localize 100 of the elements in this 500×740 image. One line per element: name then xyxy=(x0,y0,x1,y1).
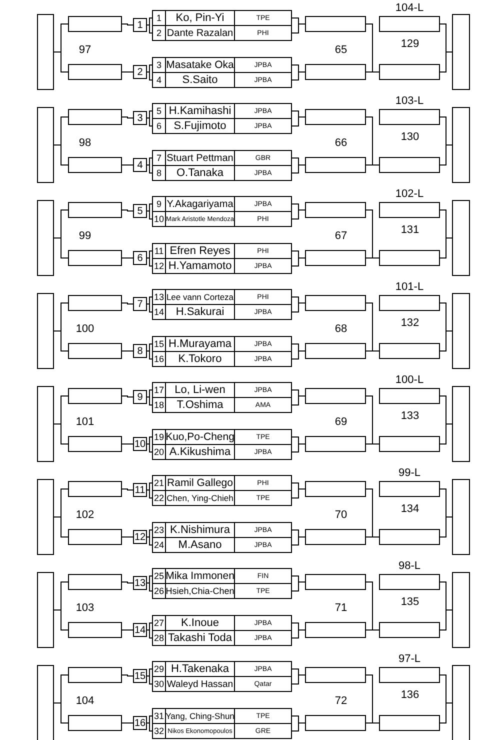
player-name: Takashi Toda xyxy=(166,631,235,645)
bracket-slot xyxy=(305,667,366,683)
match-number: 131 xyxy=(400,224,420,236)
player-row xyxy=(152,289,292,305)
match-number: 11 xyxy=(133,483,147,497)
match-number: 129 xyxy=(400,38,420,50)
match-number: 101 xyxy=(74,416,96,428)
bracket-line xyxy=(366,164,380,166)
bracket-slot xyxy=(305,622,366,638)
bracket-line xyxy=(146,490,152,498)
bracket-line xyxy=(292,722,306,732)
match-number: 134 xyxy=(400,503,420,515)
seed-number: 28 xyxy=(153,631,166,645)
seed-number: 4 xyxy=(153,73,166,87)
entry-label: 98-L xyxy=(397,560,422,572)
match-number: 15 xyxy=(133,669,147,683)
bracket-line xyxy=(54,52,68,72)
bracket-line xyxy=(292,116,306,126)
player-row xyxy=(152,676,292,692)
bracket-line xyxy=(440,424,452,444)
bracket-slot xyxy=(68,202,122,218)
bracket-line xyxy=(146,24,152,34)
bracket-line xyxy=(122,24,134,26)
bracket-line xyxy=(366,722,380,724)
seed-number: 8 xyxy=(153,166,166,180)
match-number: 135 xyxy=(400,596,420,608)
player-row xyxy=(152,57,292,73)
bracket-line xyxy=(292,210,306,220)
match-number: 5 xyxy=(133,204,147,218)
bracket-slot xyxy=(305,529,366,545)
bracket-line xyxy=(122,164,134,166)
player-row xyxy=(152,258,292,274)
match-number: 65 xyxy=(334,44,348,56)
bracket-line xyxy=(292,582,306,592)
bracket-line xyxy=(146,444,152,452)
bracket-slot xyxy=(452,200,470,276)
player-row xyxy=(152,568,292,584)
bracket-line xyxy=(146,210,152,220)
bracket-slot xyxy=(68,388,122,404)
seed-number: 30 xyxy=(153,677,166,691)
bracket-line xyxy=(146,622,152,630)
bracket-slot xyxy=(305,574,366,590)
bracket-line xyxy=(292,488,306,498)
match-number: 7 xyxy=(133,297,147,311)
bracket-slot xyxy=(452,386,470,462)
player-row xyxy=(152,708,292,724)
player-row xyxy=(152,336,292,352)
match-number: 12 xyxy=(133,530,147,544)
seed-number: 6 xyxy=(153,119,166,133)
match-number: 1 xyxy=(133,18,147,32)
match-number: 13 xyxy=(133,576,147,590)
bracket-line xyxy=(146,396,152,406)
player-row xyxy=(152,304,292,320)
bracket-line xyxy=(54,516,68,538)
bracket-line xyxy=(146,118,152,126)
match-number: 133 xyxy=(400,410,420,422)
bracket-line xyxy=(122,582,134,584)
bracket-line xyxy=(440,610,452,630)
bracket-line xyxy=(292,164,306,174)
player-name: Chen, Ying-Chieh xyxy=(166,491,235,505)
bracket-line xyxy=(292,24,306,34)
bracket-line xyxy=(146,164,152,174)
match-number: 66 xyxy=(334,137,348,149)
bracket-line xyxy=(440,144,452,166)
player-row xyxy=(152,103,292,119)
match-number: 16 xyxy=(133,716,147,730)
match-number: 10 xyxy=(133,437,147,451)
bracket-slot xyxy=(452,572,470,648)
bracket-slot xyxy=(37,14,54,90)
bracket-line xyxy=(122,674,134,676)
bracket-slot xyxy=(452,479,470,555)
bracket-line xyxy=(146,258,152,266)
bracket-slot xyxy=(68,481,122,497)
match-number: 103 xyxy=(74,602,96,614)
bracket-line xyxy=(292,258,306,266)
player-row xyxy=(152,382,292,398)
seed-number: 16 xyxy=(153,352,166,366)
player-row xyxy=(152,351,292,367)
bracket-line xyxy=(146,436,152,444)
bracket-line xyxy=(440,330,452,352)
bracket-line xyxy=(292,350,306,360)
bracket-slot xyxy=(379,715,440,731)
player-row xyxy=(152,397,292,413)
bracket-line xyxy=(146,576,152,584)
player-row xyxy=(152,196,292,212)
seed-number: 2 xyxy=(153,26,166,40)
player-row xyxy=(152,583,292,599)
bracket-slot xyxy=(37,386,54,462)
bracket-line xyxy=(146,18,152,26)
match-number: 71 xyxy=(334,602,348,614)
match-number: 72 xyxy=(334,695,348,707)
bracket-line xyxy=(440,238,452,258)
bracket-slot xyxy=(379,250,440,266)
bracket-line xyxy=(122,722,134,724)
bracket-line xyxy=(146,72,152,80)
match-number: 4 xyxy=(133,158,147,172)
player-row xyxy=(152,630,292,646)
bracket-slot xyxy=(68,343,122,359)
player-row xyxy=(152,150,292,166)
bracket-line xyxy=(146,582,152,592)
